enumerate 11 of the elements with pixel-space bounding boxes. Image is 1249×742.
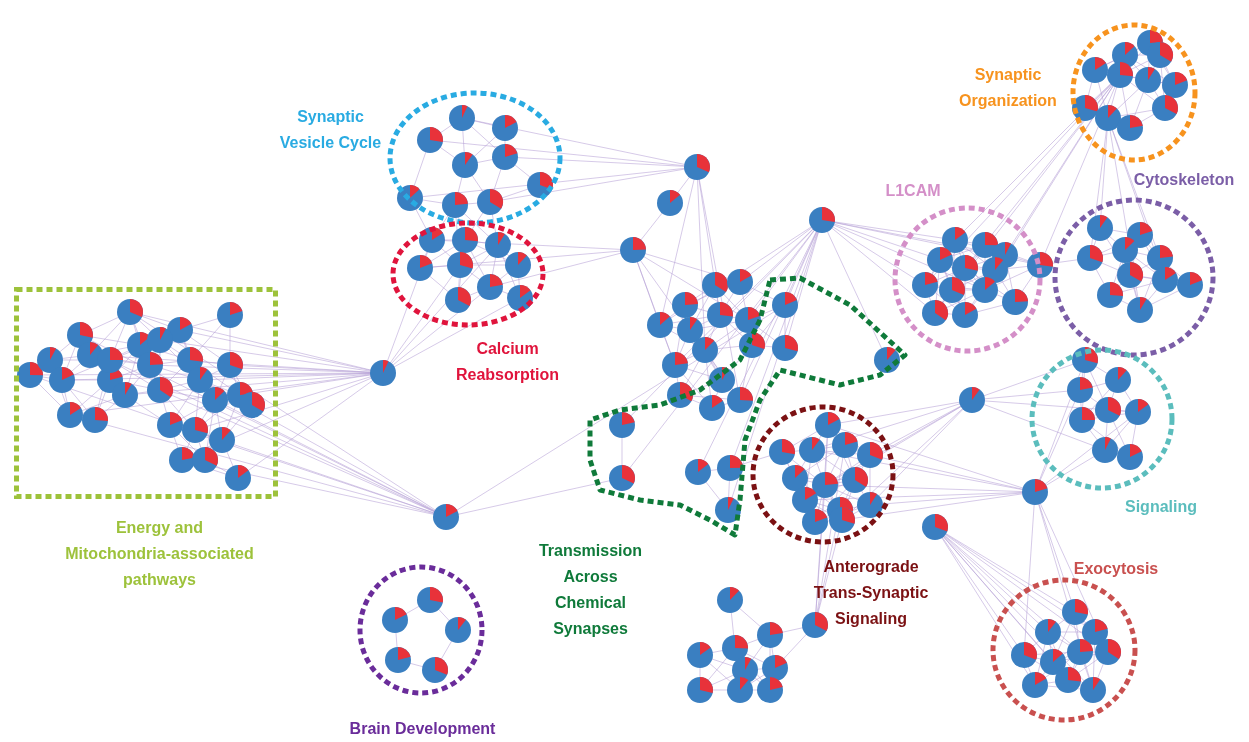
cluster-label: Cytoskeleton bbox=[1132, 170, 1236, 190]
cluster-label: Synaptic Organization bbox=[958, 65, 1058, 111]
cluster-label: Anterograde Trans-Synaptic Signaling bbox=[812, 557, 930, 629]
cluster-label: Brain Development bbox=[348, 719, 497, 739]
cluster-label: L1CAM bbox=[884, 181, 942, 201]
cluster-label: Synaptic Vesicle Cycle bbox=[278, 107, 383, 153]
cluster-label: Energy and Mitochondria-associated pathways bbox=[64, 518, 255, 590]
cluster-label: Transmission Across Chemical Synapses bbox=[537, 541, 644, 639]
cluster-label: Exocytosis bbox=[1072, 559, 1160, 579]
cluster-label: Calcium Reabsorption bbox=[454, 339, 561, 385]
cluster-label: Signaling bbox=[1124, 497, 1198, 517]
